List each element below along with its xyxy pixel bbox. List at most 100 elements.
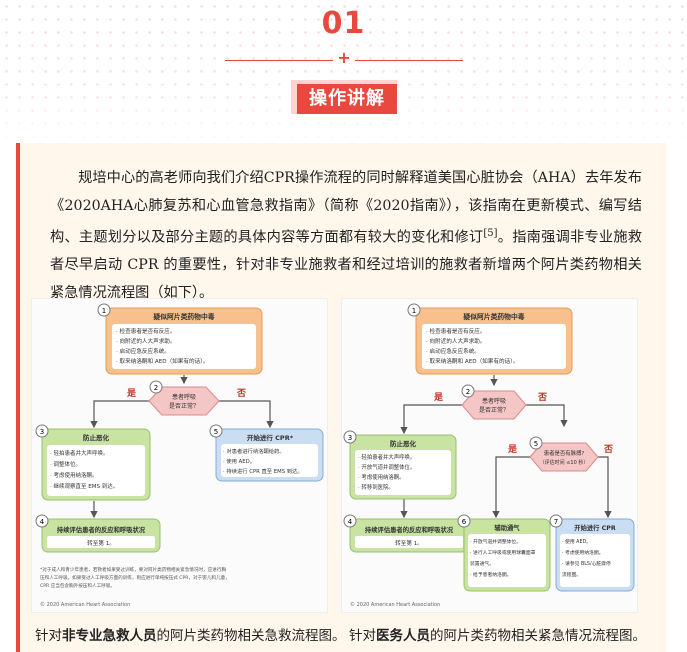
step-6-line: 装置通气。 bbox=[470, 560, 494, 567]
step-1-number: 1 bbox=[102, 307, 106, 315]
step-3-title: 防止恶化 bbox=[390, 439, 417, 448]
caption-layperson: 针对非专业急救人员的阿片类药物相关急救流程图。 bbox=[35, 624, 346, 644]
step-6-line: · 给予患者纳洛酮。 bbox=[470, 571, 511, 578]
connector-2-5 bbox=[219, 400, 274, 429]
no-label: 否 bbox=[236, 388, 246, 399]
step-5-title: 开始进行 CPR* bbox=[247, 433, 294, 442]
copyright: © 2020 American Heart Association bbox=[40, 601, 130, 608]
step-2-number: 2 bbox=[154, 384, 158, 392]
step-4-title: 持续评估患者的反应和呼吸状况 bbox=[365, 525, 454, 534]
flowchart-professional: 是 否 是 否 1 疑似阿片类药物中毒 · 检查患者是否有反应。 · 向附近的人… bbox=[341, 298, 638, 613]
step-1-line: · 向附近的人大声求助。 bbox=[426, 337, 486, 345]
step-1-line: · 取来纳洛酮和 AED（如果有的话）。 bbox=[426, 357, 519, 365]
connector-5-6 bbox=[492, 456, 530, 519]
step-5-badge bbox=[529, 436, 543, 450]
step-6-badge bbox=[457, 514, 471, 528]
step-4-body bbox=[355, 536, 463, 548]
step-1-number: 1 bbox=[412, 307, 416, 315]
connector-2-3 bbox=[400, 404, 462, 435]
step-7-title: 开始进行 CPR bbox=[574, 523, 616, 532]
step-1-line: · 检查患者是否有反应。 bbox=[116, 327, 176, 335]
step-4-number: 4 bbox=[40, 518, 45, 526]
flowchart-layperson: 是 否 1 疑似阿片类药物中毒 · 检查患者是否有反应。 · 向附近的人大声求助… bbox=[31, 298, 328, 613]
step-3-line: · 轻拍患者并大声呼唤。 bbox=[358, 453, 415, 461]
step-1-title: 疑似阿片类药物中毒 bbox=[153, 312, 214, 321]
step-3-badge bbox=[35, 424, 49, 438]
step-1-body bbox=[112, 324, 256, 369]
step-7-line: · 请参见 BLS/心脏骤停 bbox=[562, 560, 611, 567]
caption-text: 的阿片类药物相关急救流程图。 bbox=[156, 628, 346, 644]
connector-5-7 bbox=[598, 456, 612, 519]
step-7-line: · 考虑使用纳洛酮。 bbox=[562, 549, 603, 556]
step-1-badge bbox=[97, 303, 111, 317]
step-1-body bbox=[422, 324, 566, 369]
step-4-badge bbox=[35, 514, 49, 528]
yes-label: 是 bbox=[507, 444, 518, 455]
no-label: 否 bbox=[537, 392, 547, 403]
step-5-body bbox=[221, 444, 318, 477]
step-4-badge bbox=[343, 514, 357, 528]
caption-text: 针对 bbox=[349, 628, 376, 644]
step-5-number: 5 bbox=[534, 440, 538, 448]
intro-text-2: 。指南强调非专业施救者尽早启动 CPR 的重要性，针对非专业施救者和经过培训的施… bbox=[50, 229, 642, 301]
step-2-question: 患者呼吸 bbox=[172, 393, 196, 401]
step-4-number: 4 bbox=[348, 518, 353, 526]
no-label: 否 bbox=[603, 444, 613, 455]
footnote-line: 压和人工呼吸。如果受过人工呼吸方面的训练，则应进行单纯按压式 CPR，对于婴儿和… bbox=[40, 574, 230, 581]
step-1-line: · 启动应急反应系统。 bbox=[426, 347, 480, 355]
footnote-line: CPR 应当包含胸外按压和人工呼吸。 bbox=[40, 582, 115, 589]
step-3-line: · 轻拍患者并大声呼唤。 bbox=[50, 449, 109, 457]
step-6-line: · 进行人工呼吸或使用球囊面罩 bbox=[470, 549, 536, 556]
step-2-badge bbox=[461, 384, 475, 398]
step-1-line: · 向附近的人大声求助。 bbox=[116, 337, 176, 345]
step-3-badge bbox=[343, 430, 357, 444]
step-4-body bbox=[47, 536, 155, 548]
step-7-line: · 使用 AED。 bbox=[562, 538, 591, 545]
step-1-badge bbox=[407, 303, 421, 317]
step-3-line: · 开放气道并调整体位。 bbox=[358, 463, 415, 471]
step-3-body bbox=[355, 450, 451, 495]
section-divider-right bbox=[355, 60, 463, 61]
step-7-line: 流程图。 bbox=[562, 571, 581, 578]
step-4-title: 持续评估患者的反应和呼吸状况 bbox=[57, 525, 146, 534]
step-7-body bbox=[560, 534, 630, 587]
step-5-question: 患者是否有脉搏? bbox=[544, 449, 585, 457]
flowchart-professional-svg: 是 否 是 否 1 疑似阿片类药物中毒 · 检查患者是否有反应。 · 向附近的人… bbox=[343, 303, 635, 608]
section-divider-left bbox=[225, 60, 333, 61]
step-2-number: 2 bbox=[466, 388, 470, 396]
step-6-line: · 开放气道并调整体位。 bbox=[470, 538, 521, 545]
step-3-number: 3 bbox=[40, 428, 44, 436]
step-5-line: · 使用 AED。 bbox=[223, 457, 255, 465]
step-4-text: 转至第 1。 bbox=[87, 539, 115, 547]
plus-icon: + bbox=[337, 48, 351, 67]
step-1-title: 疑似阿片类药物中毒 bbox=[463, 312, 524, 321]
connector-2-3 bbox=[90, 400, 149, 429]
caption-emphasis: 非专业急救人员 bbox=[62, 628, 157, 644]
step-1-line: · 取来纳洛酮和 AED（如果有的话）。 bbox=[116, 357, 209, 365]
step-5-question: （评估时间 ≤10 秒） bbox=[540, 459, 589, 466]
footnote-line: *对于成人和青少年患者，若救者如果受过训练，要对阿片类药物相关紧急情况时，应进行… bbox=[40, 566, 226, 573]
step-3-line: · 继续观察直至 EMS 到达。 bbox=[50, 482, 118, 490]
step-5-badge bbox=[209, 424, 223, 438]
step-3-line: · 转移到医院。 bbox=[358, 483, 394, 491]
intro-text-1: 规培中心的高老师向我们介绍CPR操作流程的同时解释道美国心脏协会（AHA）去年发… bbox=[50, 170, 642, 246]
step-7-number: 7 bbox=[554, 518, 558, 526]
step-3-body bbox=[47, 445, 145, 496]
flowchart-layperson-svg: 是 否 1 疑似阿片类药物中毒 · 检查患者是否有反应。 · 向附近的人大声求助… bbox=[35, 303, 324, 608]
connector-2-5 bbox=[526, 404, 568, 428]
step-2-badge bbox=[149, 380, 163, 394]
caption-text: 的阿片类药物相关紧急情况流程图。 bbox=[430, 628, 646, 644]
yes-label: 是 bbox=[126, 388, 137, 399]
step-6-title: 辅助通气 bbox=[494, 523, 520, 532]
step-2-question: 是否正常？ bbox=[169, 402, 199, 410]
step-3-line: · 调整体位。 bbox=[50, 460, 81, 468]
step-2-question: 是否正常？ bbox=[479, 406, 509, 414]
copyright: © 2020 American Heart Association bbox=[350, 601, 440, 608]
step-1-line: · 检查患者是否有反应。 bbox=[426, 327, 486, 335]
step-4-text: 转至第 1。 bbox=[395, 539, 423, 547]
step-5-number: 5 bbox=[214, 428, 218, 436]
step-2-question: 患者呼吸 bbox=[482, 397, 506, 405]
step-5-line: · 对患者进行纳洛酮给药。 bbox=[223, 447, 285, 455]
caption-text: 针对 bbox=[35, 628, 62, 644]
step-7-badge bbox=[549, 514, 563, 528]
